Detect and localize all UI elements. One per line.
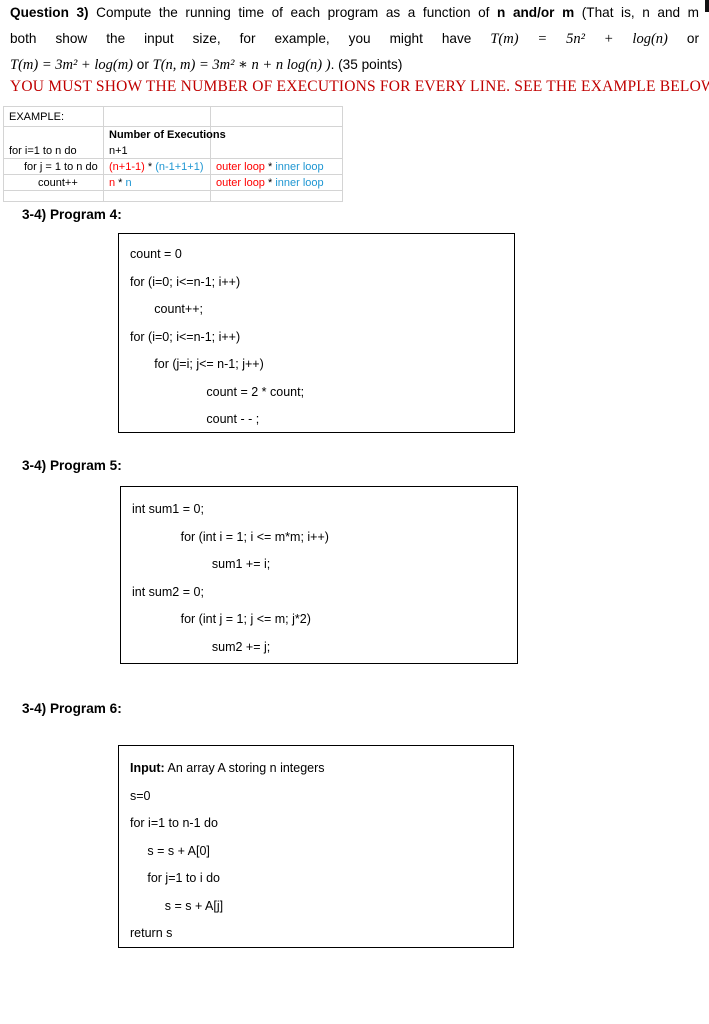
code-line: count - - ; [130,412,260,426]
code-line: count = 0 [130,247,182,261]
table-cell [4,127,104,143]
table-cell-note: outer loop * inner loop [211,159,343,175]
table-cell [104,107,211,127]
table-cell-count: n+1 [104,143,211,159]
code-line: for j=1 to i do [130,871,220,885]
table-cell [211,107,343,127]
table-cell-count: (n+1-1) * (n-1+1+1) [104,159,211,175]
input-label: Input: [130,761,165,775]
code-line: count = 2 * count; [130,384,305,399]
code-line: sum2 += j; [132,639,271,654]
page-corner-mark [705,0,709,12]
table-cell [104,191,211,202]
code-line: sum1 += i; [132,557,271,571]
question-line-2: both show the input size, for example, y… [10,31,699,47]
program-4-heading: 3-4) Program 4: [22,207,122,222]
table-cell [211,127,343,143]
table-cell-code: count++ [4,175,104,191]
question-label: Question 3) [10,5,89,20]
math-formula-2: T(m) = 3m² + log(m) [10,57,133,73]
code-line: count++; [130,302,203,316]
code-line: s=0 [130,788,151,803]
code-line: for (i=0; i<=n-1; i++) [130,274,241,289]
question-line-1: Question 3) Compute the running time of … [10,5,699,20]
program-4-code-box: count = 0 for (i=0; i<=n-1; i++) count++… [118,233,515,433]
table-cell-note: outer loop * inner loop [211,175,343,191]
code-line: for (j=i; j<= n-1; j++) [130,357,264,371]
warning-banner: YOU MUST SHOW THE NUMBER OF EXECUTIONS F… [10,78,709,95]
question-paragraph: Question 3) Compute the running time of … [10,0,699,78]
table-cell-count: n * n [104,175,211,191]
code-line: for (int i = 1; i <= m*m; i++) [132,529,329,544]
program-6-code-box: Input: An array A storing n integers s=0… [118,745,514,948]
example-table: EXAMPLE: Number of Executions for i=1 to… [3,106,343,202]
table-cell-code: for j = 1 to n do [4,159,104,175]
math-formula-3: T(n, m) = 3m² ∗ n + n log(n) ) [152,57,331,73]
code-line: int sum2 = 0; [132,584,204,599]
math-formula-1: T(m) = 5n² + log(n) [490,31,668,47]
code-line: return s [130,926,173,940]
table-cell-example-label: EXAMPLE: [4,107,104,127]
table-cell [4,191,104,202]
code-line: for i=1 to n-1 do [130,816,218,830]
code-line: int sum1 = 0; [132,502,204,516]
program-6-heading: 3-4) Program 6: [22,701,122,716]
table-header-executions: Number of Executions [104,127,226,143]
table-cell-code: for i=1 to n do [4,143,104,159]
program-5-code-box: int sum1 = 0; for (int i = 1; i <= m*m; … [120,486,518,664]
table-cell [211,191,343,202]
code-line: s = s + A[j] [130,898,224,913]
code-line: for (int j = 1; j <= m; j*2) [132,612,311,626]
table-cell [211,143,343,159]
code-line: for (i=0; i<=n-1; i++) [130,329,241,344]
question-line-3: T(m) = 3m² + log(m) or T(n, m) = 3m² ∗ n… [10,57,403,73]
program-5-heading: 3-4) Program 5: [22,458,122,473]
bold-n-and-or-m: n and/or m [497,5,575,20]
code-line: s = s + A[0] [130,843,210,858]
code-line-input: Input: An array A storing n integers [130,761,325,775]
